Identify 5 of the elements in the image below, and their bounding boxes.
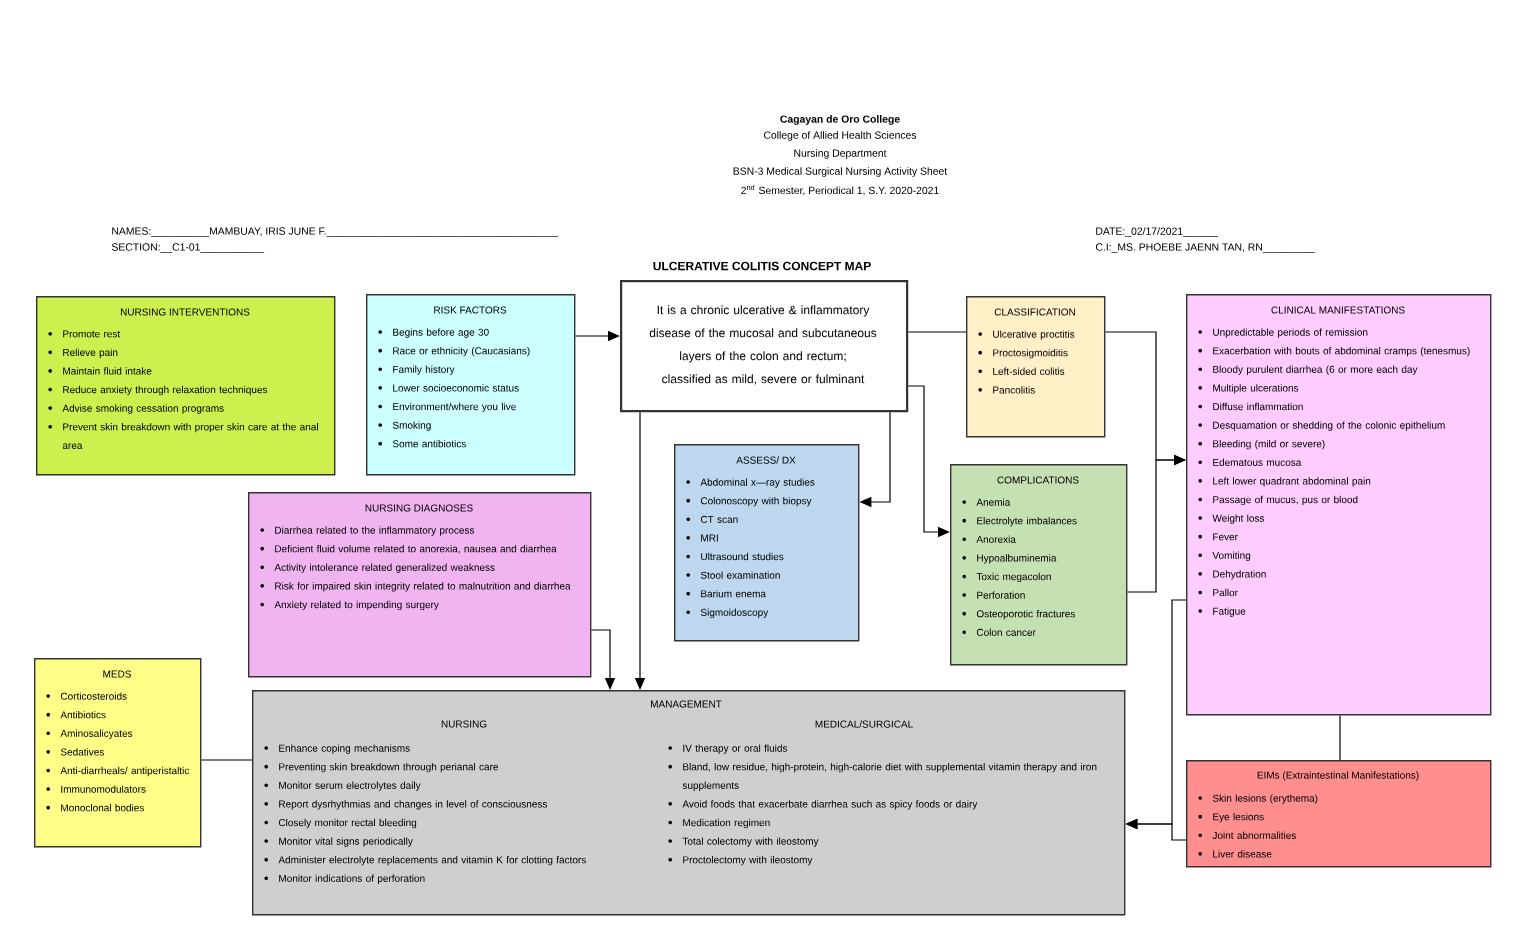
connector-line [1339, 714, 1341, 761]
connector-line [907, 331, 967, 333]
arrow [1126, 454, 1186, 593]
connector-line [200, 759, 253, 761]
arrow [590, 629, 616, 690]
